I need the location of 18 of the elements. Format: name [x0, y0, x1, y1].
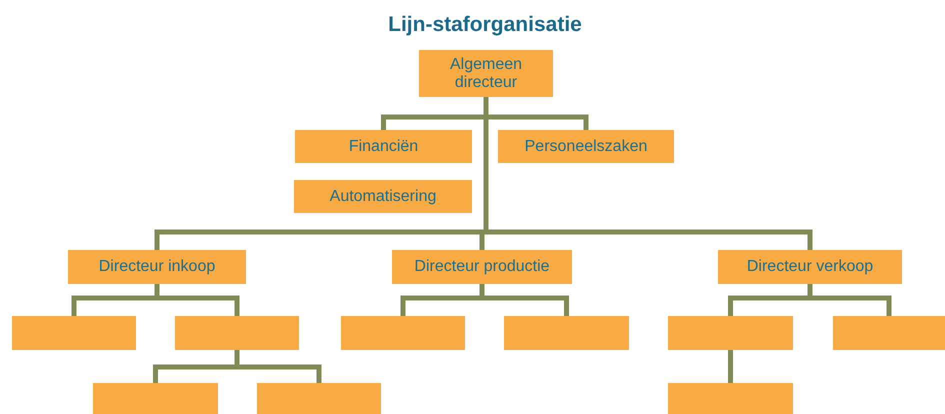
empty-org-box: [668, 316, 793, 350]
empty-org-box: [668, 383, 793, 414]
empty-org-box: [257, 383, 381, 414]
connector-line: [728, 350, 733, 383]
org-box: Financiën: [295, 130, 472, 163]
empty-org-box: [833, 316, 945, 350]
org-box: Automatisering: [294, 180, 472, 213]
empty-org-box: [12, 316, 136, 350]
title: Lijn-staforganisatie: [387, 12, 583, 38]
org-box: Directeur inkoop: [68, 250, 246, 284]
org-box: Algemeen directeur: [419, 50, 553, 97]
org-box: Personeelszaken: [498, 130, 674, 163]
org-box: Directeur verkoop: [718, 250, 902, 284]
empty-org-box: [504, 316, 629, 350]
empty-org-box: [93, 383, 218, 414]
org-box: Directeur productie: [392, 250, 572, 284]
empty-org-box: [341, 316, 465, 350]
empty-org-box: [175, 316, 299, 350]
